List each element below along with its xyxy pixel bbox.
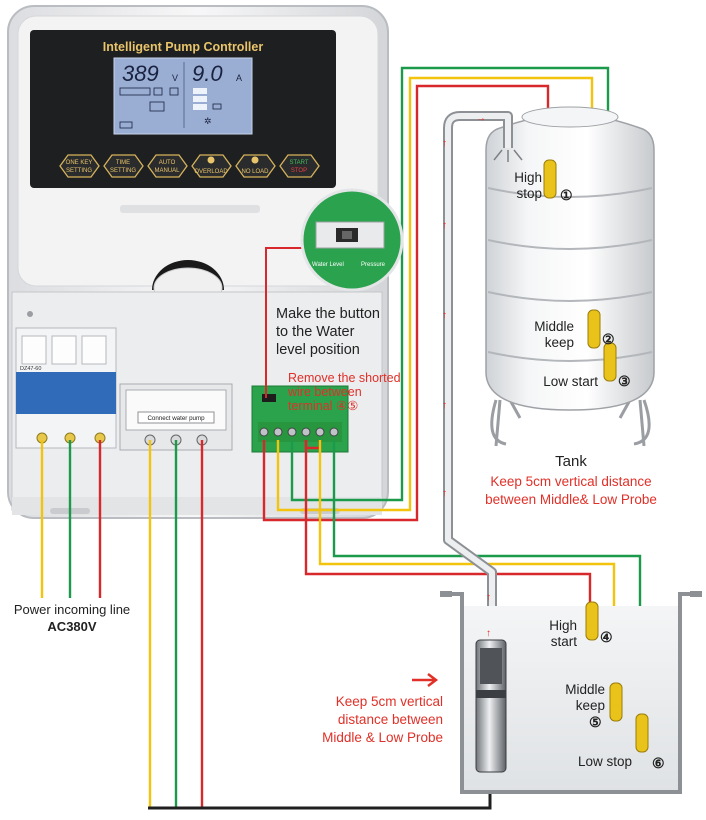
svg-text:↑: ↑ [442,138,447,149]
svg-text:ONE KEY: ONE KEY [66,160,93,166]
panel-buttons: ONE KEY SETTING TIME SETTING AUTO MANUAL… [59,154,320,178]
probe1-wire-red [262,84,550,522]
probes [543,159,649,753]
probe2-label-line2: keep [545,335,574,350]
probe4-number: ④ [600,629,613,645]
svg-text:between Middle& Low Probe: between Middle& Low Probe [485,492,657,507]
voltage-reading: 389 [122,61,159,86]
one-key-setting-button[interactable]: ONE KEY SETTING [59,154,100,178]
svg-text:Make the button: Make the button [276,306,380,322]
pump-cable-black [148,760,492,810]
svg-text:Pressure: Pressure [361,262,386,268]
svg-text:wire between: wire between [287,385,362,399]
probe3-number: ③ [618,373,631,389]
no-load-button[interactable]: NO LOAD [235,154,276,178]
svg-text:NO LOAD: NO LOAD [241,169,269,175]
svg-text:↑: ↑ [442,220,447,231]
svg-text:MANUAL: MANUAL [154,168,180,174]
well-distance-note: Keep 5cm vertical distance between Middl… [322,694,443,745]
probe3-label: Low start [543,374,598,389]
up-arrow-icon [207,156,215,164]
probe-5 [609,682,623,722]
svg-text:Water Level: Water Level [312,262,344,268]
probe5-label-line1: Middle [565,682,605,697]
spray-nozzle-icon [493,149,523,162]
svg-text:↑: ↑ [442,310,447,321]
tank-label: Tank [555,453,587,470]
probe5-label-line2: keep [576,698,605,713]
svg-text:to the Water: to the Water [276,324,355,340]
contactor: Connect water pump [119,383,233,451]
probe1-label-line2: stop [516,186,542,201]
svg-text:↑: ↑ [442,488,447,499]
controller-title: Intelligent Pump Controller [103,40,264,54]
switch-callout-line [265,247,306,398]
probe1-label-line1: High [514,170,542,185]
svg-text:TIME: TIME [116,160,130,166]
overload-button[interactable]: OVERLOAD [191,154,232,178]
svg-text:STOP: STOP [291,168,307,174]
right-arrow-icon [412,673,439,687]
svg-text:START: START [289,160,308,166]
probe5-number: ⑤ [589,714,602,730]
svg-text:Keep 5cm vertical: Keep 5cm vertical [336,694,443,709]
probe-6 [635,713,649,753]
probe4-wire-red [304,440,592,604]
power-line-label: Power incoming line [14,602,130,617]
switch-callout: Water Level Pressure [300,188,404,292]
probe6-label: Low stop [578,754,632,769]
probe-labels: High stop ① Middle keep ② Low start ③ Hi… [514,170,664,771]
svg-text:↑: ↑ [442,400,447,411]
instruction-shorted-wire: Remove the shorted wire between terminal… [287,371,401,413]
outlet-pipe [443,111,523,664]
svg-text:AUTO: AUTO [159,160,176,166]
submersible-pump [475,639,507,773]
time-setting-button[interactable]: TIME SETTING [103,154,144,178]
probe-2 [587,309,601,349]
svg-text:↑: ↑ [486,592,491,603]
tank: Tank [485,106,655,470]
probe-4 [585,601,599,641]
circuit-breaker: DZ47-60 [15,327,117,449]
start-stop-button[interactable]: START STOP [279,154,320,178]
svg-text:SETTING: SETTING [66,168,92,174]
svg-text:SETTING: SETTING [110,168,136,174]
instruction-button-position: Make the button to the Water level posit… [276,306,380,358]
lcd-display [113,57,253,135]
auto-manual-button[interactable]: AUTO MANUAL [147,154,188,178]
svg-text:distance between: distance between [338,712,443,727]
probe6-number: ⑥ [652,755,665,771]
svg-text:Keep 5cm vertical distance: Keep 5cm vertical distance [490,474,651,489]
svg-text:→: → [476,113,486,124]
probe4-label-line1: High [549,618,577,633]
svg-text:Remove the shorted: Remove the shorted [288,371,401,385]
probe-1 [543,159,557,199]
connect-pump-label: Connect water pump [147,415,205,422]
tank-distance-note: Keep 5cm vertical distance between Middl… [485,474,657,507]
probe1-number: ① [560,187,573,203]
svg-text:OVERLOAD: OVERLOAD [194,169,228,175]
svg-text:level position: level position [276,342,360,358]
svg-text:Middle & Low Probe: Middle & Low Probe [322,730,443,745]
power-spec-label: AC380V [47,619,96,634]
flow-arrows: ↑ ↑ ↑ ↑ ↑ ↑ ↑ → [442,113,491,639]
current-unit: A [236,73,242,83]
probe2-number: ② [602,331,615,347]
down-arrow-icon [251,156,259,164]
voltage-unit: V [172,73,178,83]
svg-text:↑: ↑ [486,628,491,639]
probe-3 [603,342,617,382]
probe2-label-line1: Middle [534,319,574,334]
controller-box: Intelligent Pump Controller 389 V 9.0 A … [7,5,389,519]
terminal-block [251,385,349,453]
snowflake-icon: ✲ [204,116,212,126]
probe4-label-line2: start [551,634,578,649]
svg-text:DZ47-60: DZ47-60 [20,366,41,372]
current-reading: 9.0 [192,61,223,86]
svg-text:terminal ④⑤: terminal ④⑤ [288,399,358,413]
